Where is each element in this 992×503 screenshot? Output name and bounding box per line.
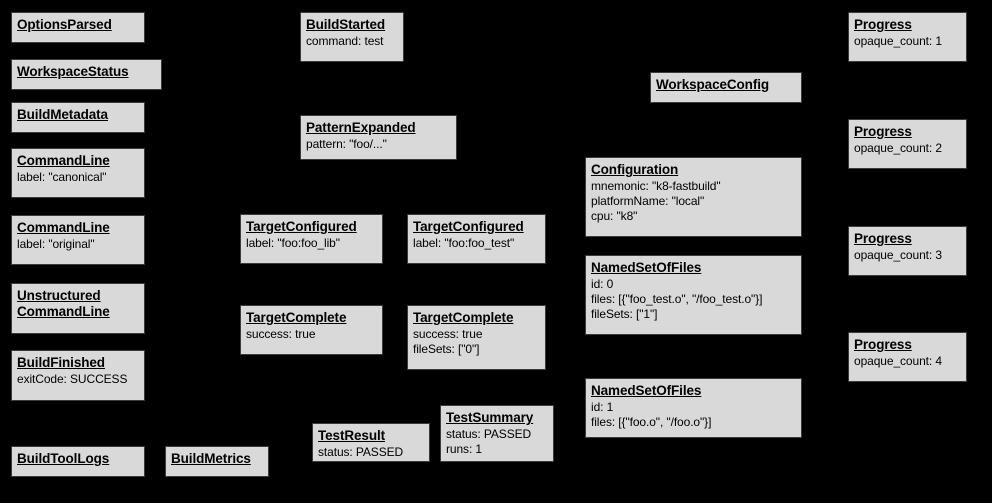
event-node-field: label: "foo:foo_test" <box>413 236 515 250</box>
event-node-fields: label: "foo:foo_test" <box>413 236 540 251</box>
event-node-field: opaque_count: 2 <box>854 141 942 155</box>
event-node-title: WorkspaceConfig <box>656 77 770 92</box>
event-node-build-metadata[interactable]: BuildMetadata <box>11 102 145 133</box>
event-node-field: fileSets: ["1"] <box>591 307 658 321</box>
event-node-title: CommandLine <box>17 220 110 235</box>
event-node-field: status: PASSED <box>446 427 532 441</box>
event-node-fields: command: test <box>306 34 398 49</box>
event-node-build-tool-logs[interactable]: BuildToolLogs <box>11 446 145 477</box>
event-node-title: TargetConfigured <box>246 219 357 234</box>
event-node-target-configured-foo-lib[interactable]: TargetConfigured label: "foo:foo_lib" <box>240 214 383 264</box>
event-node-fields: label: "canonical" <box>17 170 139 185</box>
event-node-command-line-original[interactable]: CommandLine label: "original" <box>11 215 145 265</box>
event-node-title: Unstructured CommandLine <box>17 288 110 319</box>
event-node-field: success: true <box>246 327 316 341</box>
event-node-field: id: 1 <box>591 400 614 414</box>
event-node-workspace-config[interactable]: WorkspaceConfig <box>650 72 802 103</box>
event-node-field: label: "original" <box>17 237 95 251</box>
event-node-title: PatternExpanded <box>306 120 416 135</box>
event-node-title: TestResult <box>318 428 386 443</box>
event-node-fields: opaque_count: 2 <box>854 141 961 156</box>
event-node-title: BuildStarted <box>306 17 386 32</box>
event-node-field: opaque_count: 1 <box>854 34 942 48</box>
event-node-title: Progress <box>854 337 912 352</box>
event-node-unstructured-command-line[interactable]: Unstructured CommandLine <box>11 283 145 334</box>
event-node-build-finished[interactable]: BuildFinished exitCode: SUCCESS <box>11 350 145 401</box>
event-node-title: Progress <box>854 231 912 246</box>
event-node-pattern-expanded[interactable]: PatternExpanded pattern: "foo/..." <box>300 115 457 160</box>
event-node-field: files: [{"foo_test.o", "/foo_test.o"}] <box>591 292 763 306</box>
event-node-test-result[interactable]: TestResult status: PASSED <box>312 423 430 462</box>
event-node-title: TargetComplete <box>246 310 347 325</box>
event-node-field: command: test <box>306 34 384 48</box>
event-node-progress-2[interactable]: Progress opaque_count: 2 <box>848 119 967 169</box>
event-node-command-line-canonical[interactable]: CommandLine label: "canonical" <box>11 148 145 198</box>
event-node-field: status: PASSED <box>318 445 404 459</box>
event-node-title: NamedSetOfFiles <box>591 383 702 398</box>
event-node-field: opaque_count: 3 <box>854 248 942 262</box>
event-node-build-started[interactable]: BuildStarted command: test <box>300 12 404 62</box>
event-node-fields: label: "original" <box>17 237 139 252</box>
event-node-field: id: 0 <box>591 277 614 291</box>
event-node-field: label: "canonical" <box>17 170 107 184</box>
event-node-title: BuildMetrics <box>171 451 251 466</box>
event-node-title: OptionsParsed <box>17 17 112 32</box>
event-node-field: opaque_count: 4 <box>854 354 942 368</box>
event-node-progress-1[interactable]: Progress opaque_count: 1 <box>848 12 967 62</box>
event-node-field: platformName: "local" <box>591 194 705 208</box>
event-node-fields: opaque_count: 3 <box>854 248 961 263</box>
event-node-fields: success: true <box>246 327 377 342</box>
event-node-title: TestSummary <box>446 410 534 425</box>
event-node-title: CommandLine <box>17 153 110 168</box>
event-node-fields: exitCode: SUCCESS <box>17 372 139 387</box>
event-node-fields: opaque_count: 1 <box>854 34 961 49</box>
event-node-title: Progress <box>854 124 912 139</box>
event-node-workspace-status[interactable]: WorkspaceStatus <box>11 59 162 90</box>
event-node-progress-4[interactable]: Progress opaque_count: 4 <box>848 332 967 382</box>
event-node-fields: mnemonic: "k8-fastbuild"platformName: "l… <box>591 179 796 224</box>
event-node-build-metrics[interactable]: BuildMetrics <box>165 446 269 477</box>
event-node-target-complete-lib[interactable]: TargetComplete success: true <box>240 305 383 355</box>
event-node-configuration[interactable]: Configuration mnemonic: "k8-fastbuild"pla… <box>585 157 802 237</box>
event-node-field: files: [{"foo.o", "/foo.o"}] <box>591 415 712 429</box>
event-node-field: exitCode: SUCCESS <box>17 372 128 386</box>
event-node-title: TargetComplete <box>413 310 514 325</box>
event-node-field: pattern: "foo/..." <box>306 137 387 151</box>
event-node-fields: pattern: "foo/..." <box>306 137 451 152</box>
event-node-field: label: "foo:foo_lib" <box>246 236 340 250</box>
event-node-title: NamedSetOfFiles <box>591 260 702 275</box>
event-node-field: fileSets: ["0"] <box>413 342 480 356</box>
event-node-fields: status: PASSED <box>318 445 424 460</box>
event-node-title: WorkspaceStatus <box>17 64 129 79</box>
event-node-field: cpu: "k8" <box>591 209 638 223</box>
event-node-field: mnemonic: "k8-fastbuild" <box>591 179 721 193</box>
event-node-title: BuildFinished <box>17 355 105 370</box>
event-node-title: Configuration <box>591 162 679 177</box>
event-node-options-parsed[interactable]: OptionsParsed <box>11 12 145 43</box>
event-node-progress-3[interactable]: Progress opaque_count: 3 <box>848 226 967 276</box>
event-node-title: BuildToolLogs <box>17 451 110 466</box>
event-node-field: success: true <box>413 327 483 341</box>
event-node-title: TargetConfigured <box>413 219 524 234</box>
event-node-target-configured-foo-test[interactable]: TargetConfigured label: "foo:foo_test" <box>407 214 546 264</box>
event-node-fields: opaque_count: 4 <box>854 354 961 369</box>
event-node-field: runs: 1 <box>446 442 482 456</box>
event-node-title: Progress <box>854 17 912 32</box>
event-node-title: BuildMetadata <box>17 107 108 122</box>
event-node-fields: label: "foo:foo_lib" <box>246 236 377 251</box>
